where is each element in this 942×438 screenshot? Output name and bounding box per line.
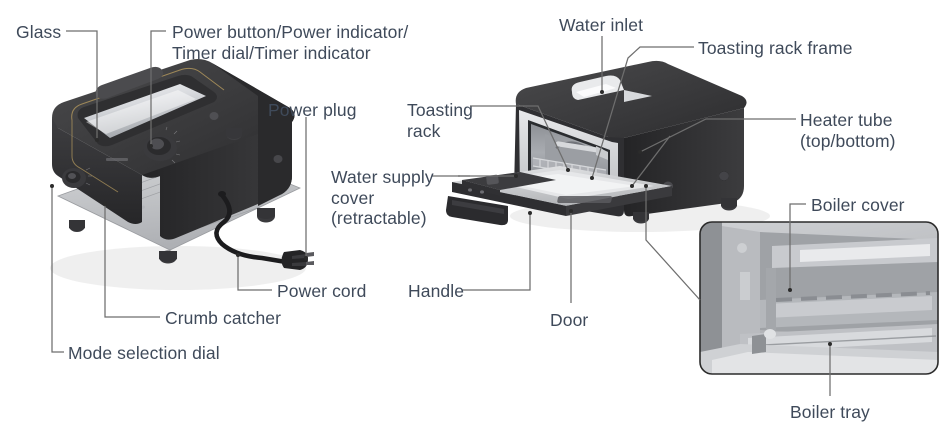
handle-art [446,196,508,226]
boiler-detail-inset [699,221,939,375]
callout-door: Door [550,310,589,330]
callout-mode-selection-dial: Mode selection dial [68,343,220,363]
water-inlet-art [571,75,652,102]
right-toaster-illustration [446,60,770,232]
callout-power-plug: Power plug [268,100,357,120]
mode-dial-art [62,167,92,188]
callout-heater-tube: Heater tube (top/bottom) [800,110,896,151]
callout-boiler-cover: Boiler cover [811,195,905,215]
callout-power-button-group: Power button/Power indicator/ Timer dial… [172,22,409,63]
leader-endpoint-dots [50,90,832,346]
water-supply-cover-art [462,172,556,196]
left-toaster-illustration [50,59,314,290]
power-plug-art [281,250,314,270]
callout-power-cord: Power cord [277,281,367,301]
callout-glass: Glass [16,22,62,42]
callout-water-inlet: Water inlet [559,15,644,35]
callout-boiler-tray: Boiler tray [790,402,870,422]
callout-toasting-rack: Toasting rack [407,100,473,141]
callout-toasting-rack-frame: Toasting rack frame [698,38,853,58]
callout-water-supply-cover: Water supply cover (retractable) [331,167,434,229]
callout-handle: Handle [408,281,465,301]
callout-crumb-catcher: Crumb catcher [165,308,282,328]
